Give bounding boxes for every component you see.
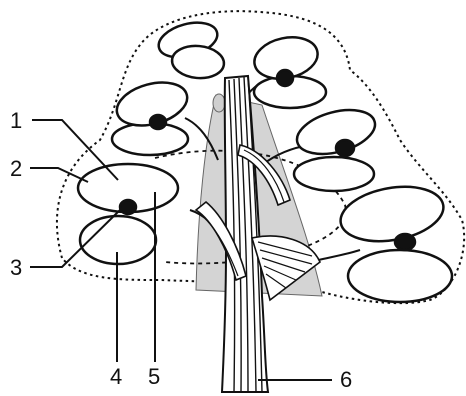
cluster-top-left (155, 17, 225, 80)
shaded-bud (213, 94, 225, 112)
label-4: 4 (110, 364, 122, 389)
cluster-right-middle (292, 102, 380, 191)
label-6: 6 (340, 367, 352, 392)
label-5: 5 (148, 364, 160, 389)
label-1: 1 (10, 108, 22, 133)
cluster-left-lower (78, 164, 178, 264)
label-3: 3 (10, 255, 22, 280)
cluster-left-upper (112, 75, 192, 155)
cluster-right-lower (336, 179, 452, 302)
cluster-top-right (251, 32, 326, 108)
label-2: 2 (10, 156, 22, 181)
